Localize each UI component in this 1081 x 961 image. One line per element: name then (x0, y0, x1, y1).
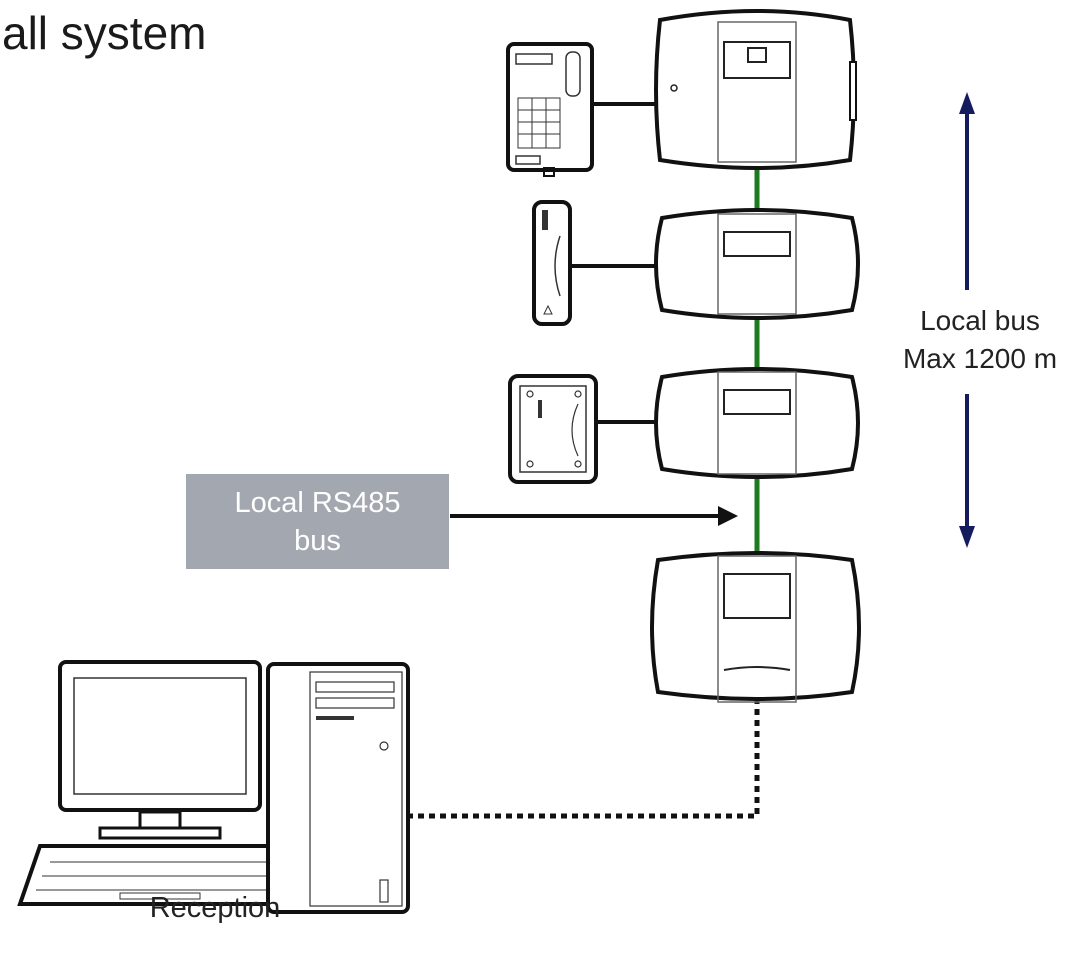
monitor-icon (58, 660, 262, 840)
rs485-arrow (450, 506, 738, 526)
diagram-title: all system (2, 7, 207, 59)
pc-tower-icon (266, 662, 410, 914)
bus-length-arrow-up (959, 92, 975, 290)
bus-length-arrow-down (959, 394, 975, 548)
controller-3 (654, 367, 860, 479)
slim-reader-icon (532, 200, 572, 326)
square-reader-icon (508, 374, 598, 484)
reader-cables (568, 102, 660, 424)
local-bus-label-line2: Max 1200 m (902, 343, 1058, 374)
reception-label: Reception (149, 892, 281, 924)
rs485-label-line1: Local RS485 (234, 486, 401, 519)
local-bus-label: Local bus Max 1200 m (880, 302, 1080, 378)
local-bus-label-line1: Local bus (920, 305, 1040, 336)
controller-1 (654, 9, 857, 170)
controller-4 (650, 551, 861, 703)
rs485-label-box: Local RS485 bus (186, 474, 449, 569)
network-dotted-line (408, 698, 760, 819)
rs485-label-line2: bus (294, 524, 341, 557)
keyboard-icon (17, 844, 303, 906)
controller-2 (654, 208, 860, 320)
keypad-reader-icon (506, 42, 594, 177)
